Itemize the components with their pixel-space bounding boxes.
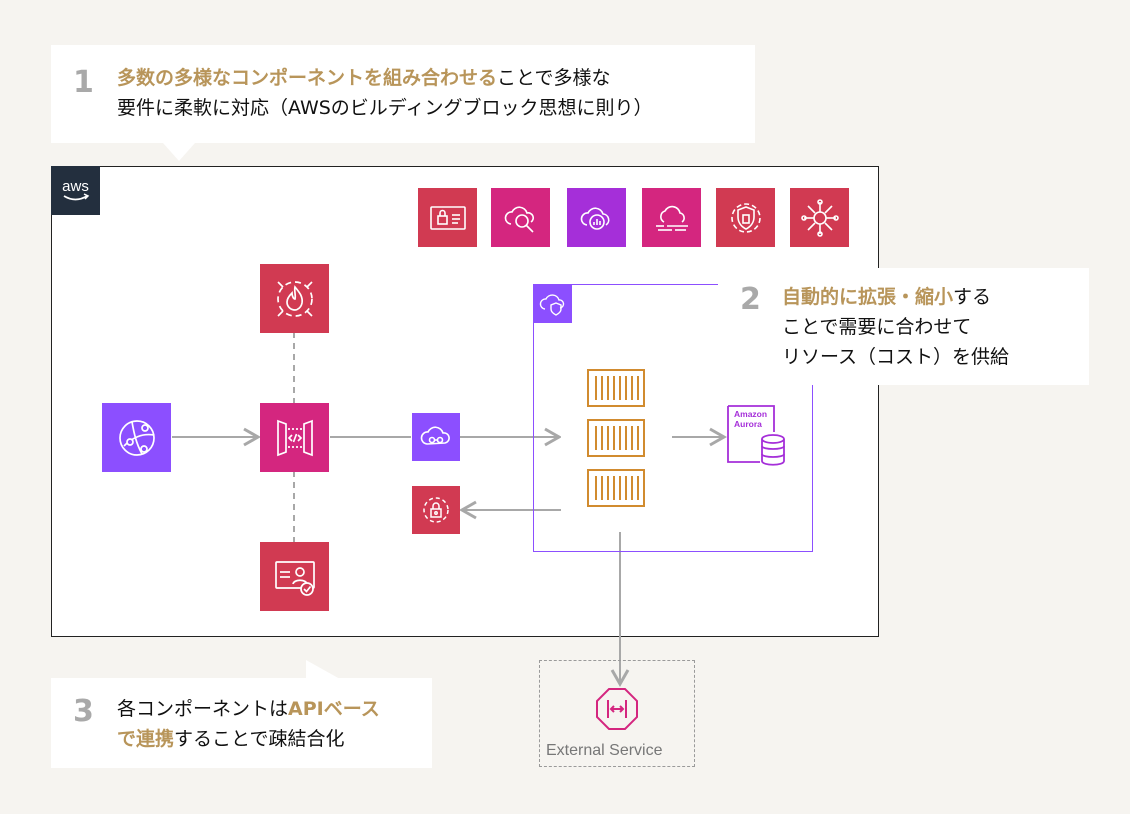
aws-logo-icon: aws [51, 166, 100, 215]
callout-2-number: 2 [740, 282, 761, 317]
vpc-icon [533, 284, 572, 323]
callout-2-line3: リソース（コスト）を供給 [782, 346, 1010, 368]
waf-firewall-icon [260, 264, 329, 333]
secrets-manager-icon [412, 486, 460, 534]
api-gateway-icon [260, 403, 329, 472]
container-icon-2 [586, 418, 646, 458]
container-icon-3 [586, 468, 646, 508]
privatelink-cloud-icon [412, 413, 460, 461]
aurora-label-line1: Amazon [734, 409, 768, 419]
callout-1-line1-rest: ことで多様な [497, 67, 611, 89]
shield-gear-icon [716, 188, 775, 247]
callout-2-highlight: 自動的に拡張・縮小 [782, 286, 954, 308]
callout-3: 3 各コンポーネントはAPIベース で連携することで疎結合化 [51, 678, 432, 768]
svg-text:aws: aws [62, 178, 89, 195]
callout-2-tail [700, 340, 718, 368]
callout-1-text: 多数の多様なコンポーネントを組み合わせることで多様な 要件に柔軟に対応（AWSの… [117, 63, 747, 123]
callout-1-highlight: 多数の多様なコンポーネントを組み合わせる [117, 67, 498, 89]
callout-3-number: 3 [73, 694, 94, 729]
callout-1-tail [163, 143, 195, 161]
callout-3-tail [306, 660, 340, 679]
cloudtrail-icon [642, 188, 701, 247]
cloudwatch-icon [491, 188, 550, 247]
vpc-boundary [533, 284, 813, 552]
callout-3-text: 各コンポーネントはAPIベース で連携することで疎結合化 [117, 694, 427, 754]
ecs-service-box [561, 342, 671, 532]
cloud-analytics-icon [567, 188, 626, 247]
container-icon-1 [586, 368, 646, 408]
callout-2: 2 自動的に拡張・縮小する ことで需要に合わせて リソース（コスト）を供給 [718, 268, 1089, 385]
callout-1: 1 多数の多様なコンポーネントを組み合わせることで多様な 要件に柔軟に対応（AW… [51, 45, 755, 143]
callout-3-highlight-2: で連携 [117, 728, 175, 750]
callout-3-line2-rest: することで疎結合化 [174, 728, 345, 750]
callout-2-text: 自動的に拡張・縮小する ことで需要に合わせて リソース（コスト）を供給 [782, 282, 1082, 372]
callout-2-line1-rest: する [953, 286, 992, 308]
external-service-icon [594, 686, 640, 732]
certificate-manager-icon [418, 188, 477, 247]
aurora-label: Amazon Aurora [734, 409, 767, 429]
network-firewall-icon [790, 188, 849, 247]
aurora-database-icon [726, 404, 788, 468]
callout-1-number: 1 [73, 65, 94, 100]
external-service-boundary [539, 660, 695, 767]
callout-1-line2: 要件に柔軟に対応（AWSのビルディングブロック思想に則り） [117, 97, 653, 119]
cognito-icon [260, 542, 329, 611]
aurora-label-line2: Aurora [734, 419, 762, 429]
cloudfront-icon [102, 403, 171, 472]
callout-3-line1-prefix: 各コンポーネントは [117, 698, 289, 720]
callout-2-line2: ことで需要に合わせて [782, 316, 972, 338]
callout-3-highlight-1: APIベース [288, 698, 380, 720]
external-service-label: External Service [546, 742, 663, 759]
